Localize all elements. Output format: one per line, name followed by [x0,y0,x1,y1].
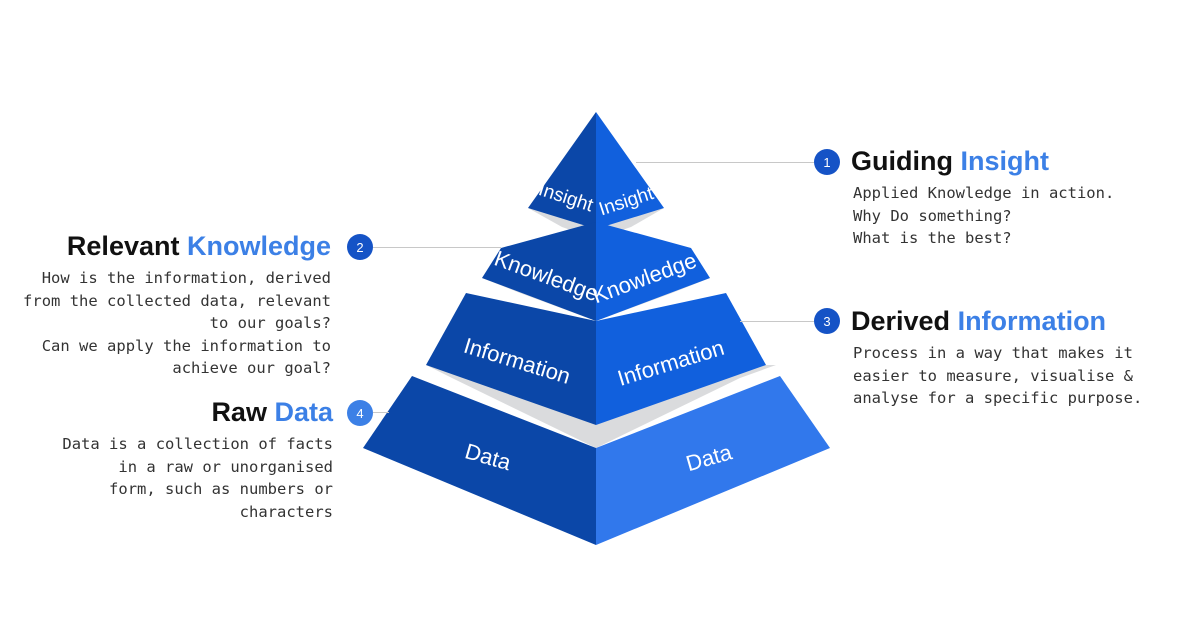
badge-number-1: 1 [814,149,840,175]
tier-insight-right-face [596,112,664,229]
tier-insight-left-face [528,112,596,229]
callout-insight-heading-accent: Insight [960,146,1049,176]
callout-information-description: Process in a way that makes it easier to… [853,342,1191,410]
callout-knowledge-line-1: How is the information, derived [41,269,331,287]
badge-number-2: 2 [347,234,373,260]
callout-data: Raw Data Data is a collection of facts i… [52,397,333,523]
callout-knowledge-line-3: to our goals? [209,314,331,332]
callout-insight-line-1: Applied Knowledge in action. [853,184,1115,202]
callout-data-heading-accent: Data [274,397,333,427]
callout-data-description: Data is a collection of facts in a raw o… [52,433,333,523]
callout-knowledge-heading-accent: Knowledge [186,231,331,261]
callout-knowledge-line-2: from the collected data, relevant [23,291,331,310]
callout-data-heading: Raw Data [52,397,333,427]
leader-line-information [740,321,814,322]
callout-knowledge-heading: Relevant Knowledge [12,231,331,261]
callout-data-line-3: form, such as numbers or [109,480,333,498]
callout-information-line-2: easier to measure, visualise & [853,366,1133,385]
callout-insight-line-3: What is the best? [853,229,1012,247]
callout-insight-heading: Guiding Insight [851,146,1181,176]
callout-information: Derived Information Process in a way tha… [851,306,1191,410]
tier-information-left-face [426,293,596,425]
leader-line-knowledge [373,247,501,248]
callout-knowledge-line-5: achieve our goal? [172,359,331,377]
leader-line-data [373,412,389,413]
callout-knowledge-heading-plain: Relevant [66,231,187,261]
tier-data-left-face [363,376,596,545]
tier-knowledge-right-face [596,222,710,321]
callout-insight-heading-plain: Guiding [851,146,961,176]
callout-information-line-3: analyse for a specific purpose. [853,389,1143,407]
leader-line-insight [636,162,814,163]
callout-knowledge: Relevant Knowledge How is the informatio… [12,231,331,380]
callout-information-heading: Derived Information [851,306,1191,336]
tier-data-right-face [596,376,830,545]
badge-number-4: 4 [347,400,373,426]
callout-insight-description: Applied Knowledge in action. Why Do some… [853,182,1181,250]
callout-knowledge-description: How is the information, derived from the… [12,267,331,380]
badge-number-3: 3 [814,308,840,334]
callout-insight-line-2: Why Do something? [853,206,1012,225]
callout-information-heading-accent: Information [957,306,1107,336]
tier-information-right-face [596,293,766,425]
callout-data-heading-plain: Raw [211,397,275,427]
callout-information-heading-plain: Derived [851,306,958,336]
callout-data-line-1: Data is a collection of facts [62,435,333,453]
tier-knowledge-left-face [482,222,596,321]
callout-information-line-1: Process in a way that makes it [853,344,1133,362]
callout-insight: Guiding Insight Applied Knowledge in act… [851,146,1181,250]
callout-data-line-2: in a raw or unorganised [118,457,333,476]
callout-knowledge-line-4: Can we apply the information to [41,336,331,355]
callout-data-line-4: characters [239,502,333,521]
